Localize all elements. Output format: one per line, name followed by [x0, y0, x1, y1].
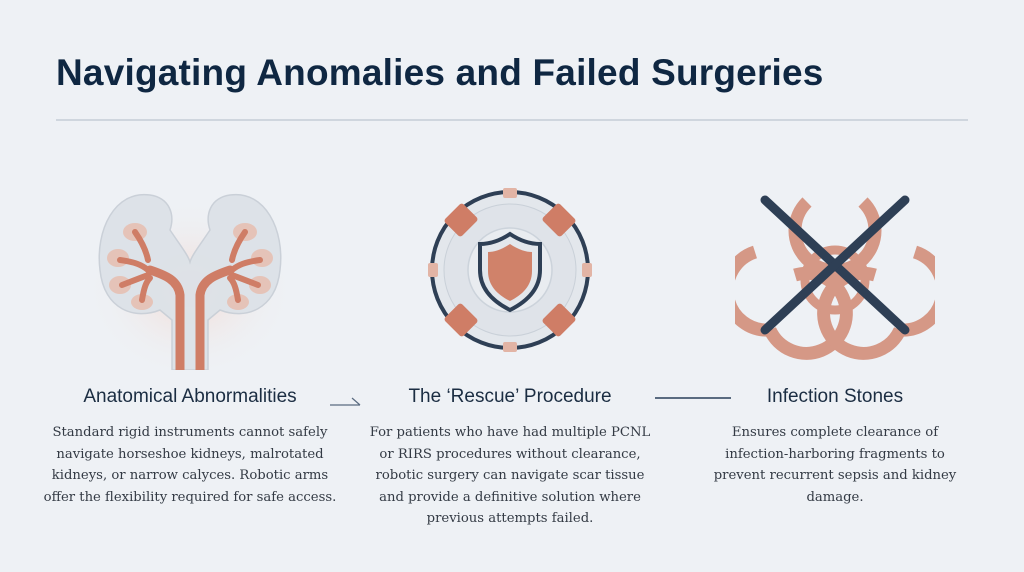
page-title: Navigating Anomalies and Failed Surgerie… — [56, 52, 824, 93]
column-heading: The ‘Rescue’ Procedure — [408, 386, 612, 407]
connector-line — [655, 397, 731, 399]
crossed-biohazard-icon — [670, 170, 1000, 370]
column-anatomical-abnormalities: Anatomical Abnormalities Standard rigid … — [25, 170, 355, 505]
lifebuoy-shield-icon — [345, 170, 675, 370]
column-body: For patients who have had multiple PCNL … — [369, 425, 651, 526]
connector-arrow — [330, 397, 361, 406]
column-body: Ensures complete clearance of infection-… — [713, 425, 957, 505]
column-heading: Infection Stones — [766, 386, 904, 407]
column-infection-stones: Infection Stones Ensures complete cleara… — [670, 170, 1000, 505]
column-heading: Anatomical Abnormalities — [83, 386, 297, 407]
kidney-icon — [25, 170, 355, 370]
column-body: Standard rigid instruments cannot safely… — [43, 425, 337, 505]
column-rescue-procedure: The ‘Rescue’ Procedure For patients who … — [345, 170, 675, 526]
title-divider — [56, 119, 968, 121]
